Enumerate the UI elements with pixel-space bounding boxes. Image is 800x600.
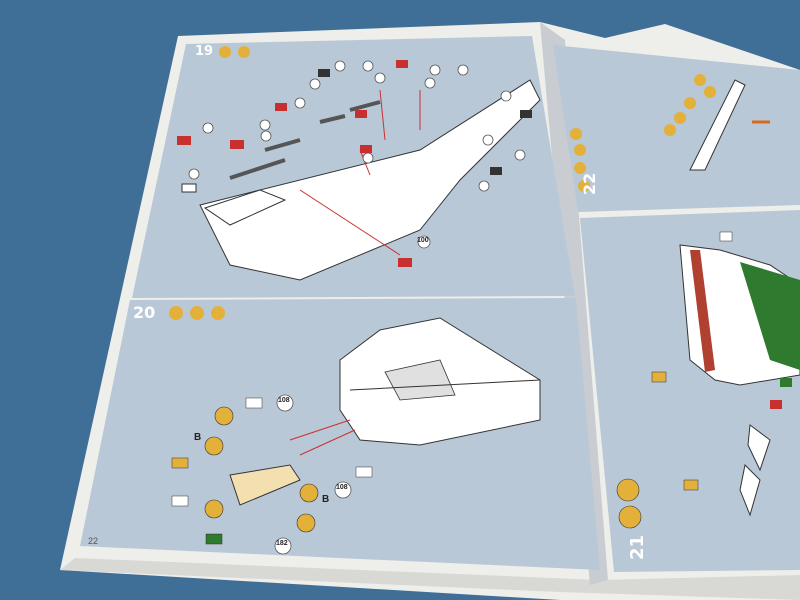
page-number: 22 <box>88 536 99 546</box>
part-number-circles-step20 <box>274 394 352 555</box>
step19-header-icons <box>219 46 250 58</box>
lifeboat-step20 <box>229 464 301 506</box>
part-number-182: 182 <box>276 540 288 547</box>
part-flags-step20 <box>171 397 373 545</box>
ship-hull-step19 <box>199 79 541 281</box>
red-guide-lines-step20 <box>289 419 356 456</box>
lifeboat-step19 <box>203 189 287 226</box>
part-number-circles-step19 <box>188 60 526 249</box>
part-number-100: 100 <box>417 237 429 244</box>
step-number-21: 21 <box>627 534 648 560</box>
railings-step19 <box>229 100 381 180</box>
deck-fitting-step20 <box>384 359 456 401</box>
step21-anchors <box>616 424 771 529</box>
paper-edge-shadow <box>60 558 800 600</box>
illustration-step22 <box>570 74 770 192</box>
red-hull-band <box>690 250 715 372</box>
step-number-19: 19 <box>195 44 214 59</box>
red-guide-lines-step19 <box>299 89 421 256</box>
green-hull-band <box>740 262 800 370</box>
part-flags-step19 <box>177 60 532 267</box>
gunwale-line <box>349 379 541 391</box>
part-number-108-lower: 108 <box>336 484 348 491</box>
side-letter-b-left: B <box>194 432 202 443</box>
panel-step-20 <box>80 298 600 570</box>
callout-circles-step20 <box>169 306 319 533</box>
part-flags-step21 <box>651 231 792 491</box>
step-number-22: 22 <box>580 172 599 195</box>
side-letter-b-right: B <box>322 494 330 505</box>
part-number-108-upper: 108 <box>278 397 290 404</box>
step-number-20: 20 <box>133 303 156 322</box>
